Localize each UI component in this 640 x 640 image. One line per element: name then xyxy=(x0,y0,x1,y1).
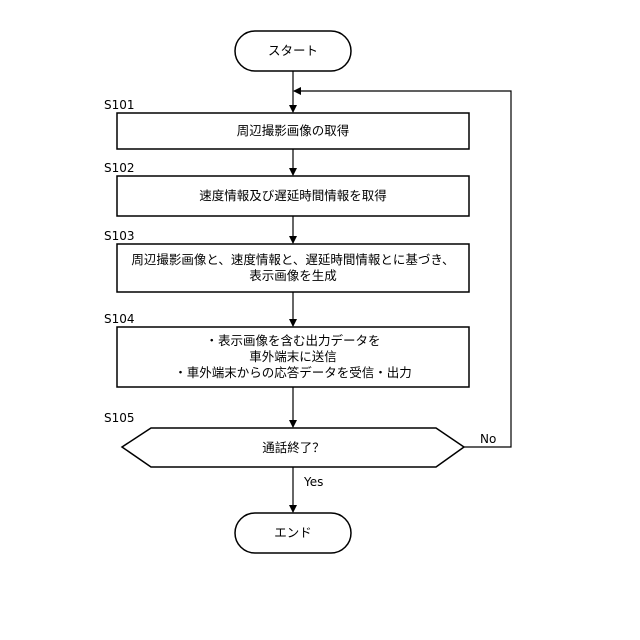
process-text-s103: 周辺撮影画像と、速度情報と、遅延時間情報とに基づき、 表示画像を生成 xyxy=(117,244,469,292)
step-id-s103: S103 xyxy=(104,229,135,243)
start-text: スタート xyxy=(268,43,318,59)
process-line: 周辺撮影画像の取得 xyxy=(237,123,350,139)
process-line: 速度情報及び遅延時間情報を取得 xyxy=(199,188,387,204)
yes-label: Yes xyxy=(304,475,323,489)
process-line: ・表示画像を含む出力データを xyxy=(205,333,380,349)
process-text-s101: 周辺撮影画像の取得 xyxy=(117,113,469,149)
step-id-s102: S102 xyxy=(104,161,135,175)
process-text-s102: 速度情報及び遅延時間情報を取得 xyxy=(117,176,469,216)
no-label: No xyxy=(480,432,496,446)
process-line: 車外端末に送信 xyxy=(249,349,337,365)
process-line: 周辺撮影画像と、速度情報と、遅延時間情報とに基づき、 xyxy=(131,252,454,268)
decision-question: 通話終了？ xyxy=(262,440,325,456)
step-id-s101: S101 xyxy=(104,98,135,112)
end-label: エンド xyxy=(235,513,351,553)
end-text: エンド xyxy=(274,525,312,541)
start-label: スタート xyxy=(235,31,351,71)
step-id-s104: S104 xyxy=(104,312,135,326)
decision-text-s105: 通話終了？ xyxy=(151,428,436,467)
process-line: ・車外端末からの応答データを受信・出力 xyxy=(174,365,412,381)
process-text-s104: ・表示画像を含む出力データを 車外端末に送信 ・車外端末からの応答データを受信・… xyxy=(117,327,469,387)
step-id-s105: S105 xyxy=(104,411,135,425)
process-line: 表示画像を生成 xyxy=(249,268,337,284)
